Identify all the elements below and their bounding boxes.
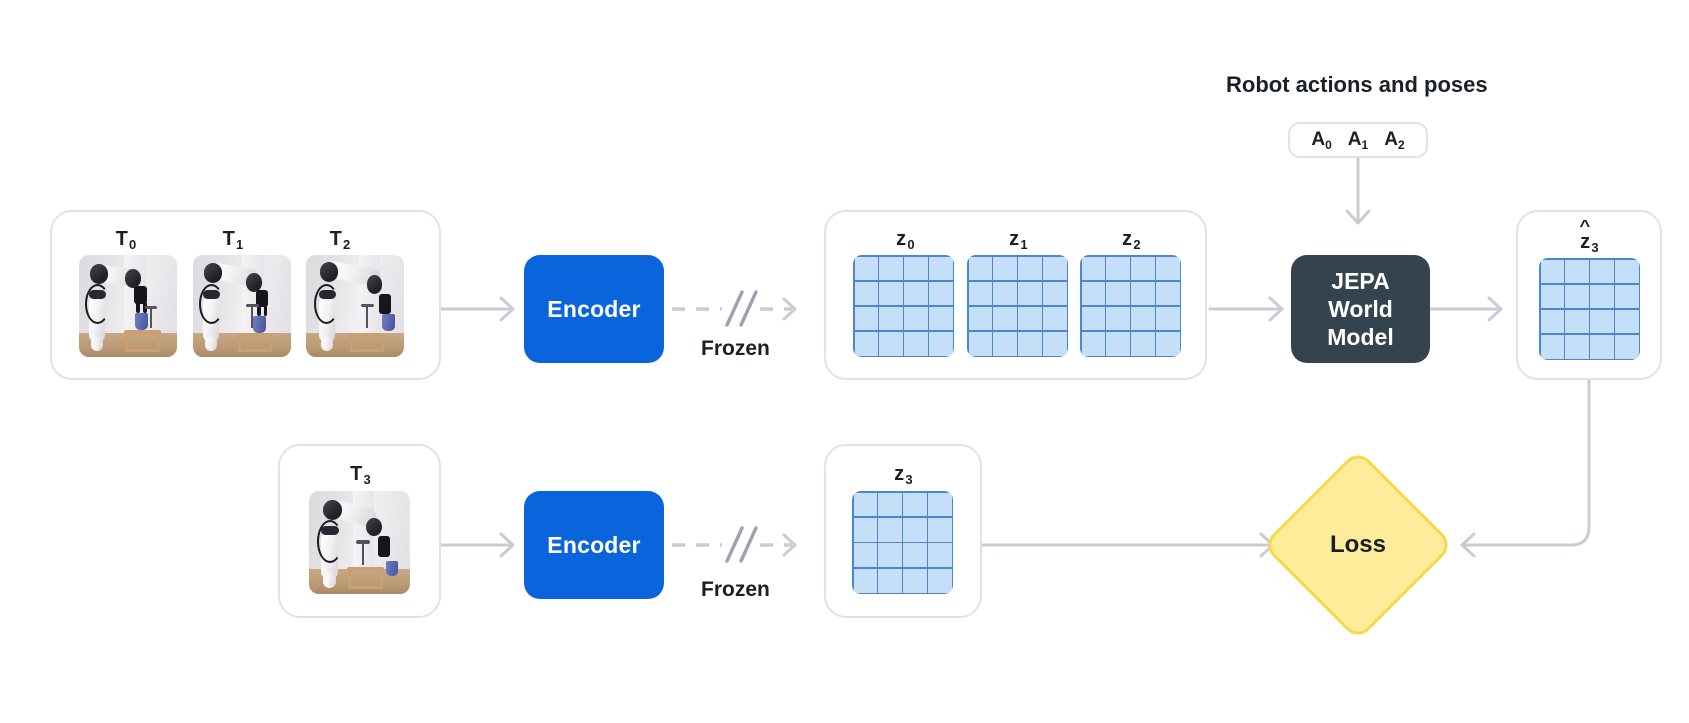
latent-label-z1: z1 [1009,228,1028,252]
jepa-line-1: JEPA [1331,267,1390,294]
robot-frame-t3 [309,491,410,594]
latent-label-z3: z3 [894,463,913,487]
latent-label-zhat3: z3 [1539,231,1639,255]
latent-grid-z1 [967,255,1068,357]
robot-frame-t0 [79,255,177,357]
action-token-a1: A1 [1347,129,1369,152]
latent-grid-z2 [1080,255,1181,357]
frozen-label-bottom: Frozen [701,578,770,601]
action-token-a0: A0 [1311,129,1332,152]
actions-pill[interactable]: A0 A1 A2 [1288,122,1428,158]
latent-label-z0: z0 [896,228,915,252]
arrow-target-latent-to-loss [980,532,1275,558]
arrow-latents-to-world-model [1208,296,1284,322]
robot-frame-t1 [193,255,291,357]
actions-section-title: Robot actions and poses [1226,72,1488,97]
frozen-label-top: Frozen [701,337,770,360]
robot-frame-t2 [306,255,404,357]
connector-predicted-to-loss [1460,377,1591,558]
frame-label-t1: T1 [222,228,244,252]
latent-grid-z3 [852,491,953,594]
loss-label: Loss [1329,531,1386,558]
loss-node[interactable]: Loss [1261,448,1455,642]
arrow-world-model-to-predicted [1428,296,1503,322]
arrow-target-to-encoder [439,532,515,558]
frame-label-t2: T2 [329,228,351,252]
arrow-encoder-to-target-latent-frozen [672,526,797,563]
arrow-encoder-to-latents-frozen [672,290,797,327]
encoder-top[interactable]: Encoder [524,255,664,363]
encoder-bottom[interactable]: Encoder [524,491,664,599]
jepa-line-3: Model [1327,324,1394,351]
latent-grid-z0 [853,255,954,357]
latent-grid-zhat3 [1539,258,1640,360]
encoder-top-label: Encoder [547,295,641,322]
latent-label-z2: z2 [1122,228,1141,252]
action-token-a2: A2 [1384,129,1405,152]
arrow-context-to-encoder [439,296,515,322]
jepa-line-2: World [1328,295,1393,322]
arrow-actions-to-world-model [1345,150,1371,225]
encoder-bottom-label: Encoder [547,531,641,558]
frame-label-t3: T3 [350,463,371,487]
frame-label-t0: T0 [115,228,137,252]
jepa-world-model[interactable]: JEPA World Model [1291,255,1430,363]
